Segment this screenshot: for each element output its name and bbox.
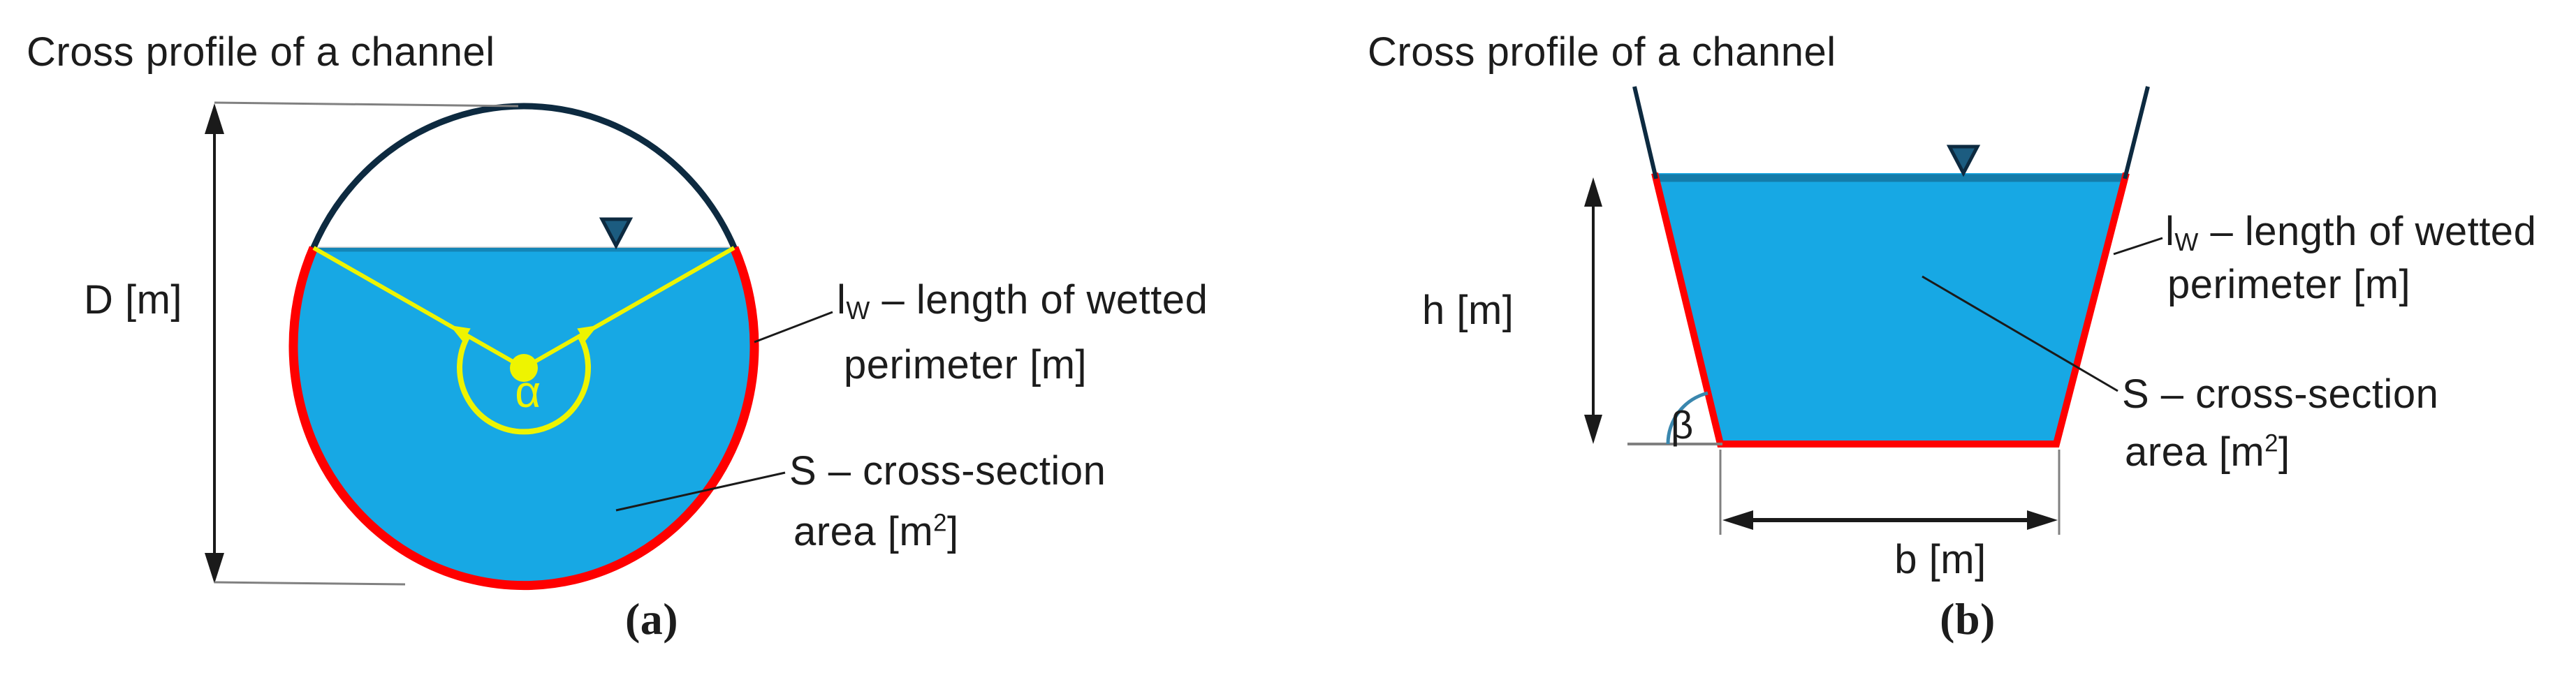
base-arrowhead-right: [2027, 510, 2058, 530]
figure-b-title: Cross profile of a channel: [1368, 29, 1836, 75]
lw-symbol: l: [837, 277, 847, 323]
alpha-arc-arrowhead-left: [450, 325, 471, 342]
diameter-arrowhead-top: [205, 103, 224, 134]
radius-line-right: [522, 246, 736, 370]
cross-section-label-b: S – cross-section: [2122, 371, 2439, 417]
angle-beta-label: β: [1671, 403, 1694, 447]
extension-line-bottom-a: [214, 581, 406, 586]
cross-section-label-a: S – cross-section: [789, 448, 1106, 494]
figure-a-title: Cross profile of a channel: [27, 29, 495, 75]
height-label: h [m]: [1422, 288, 1514, 333]
wetted-perimeter-arc: [288, 246, 759, 591]
lw-subscript: W: [846, 295, 870, 325]
alpha-arc-arrowhead-right: [577, 325, 598, 342]
extension-line-top-a: [214, 101, 519, 108]
figure-a-caption: (a): [624, 594, 679, 644]
cross-section-label-b-line2: area [m2]: [2125, 430, 2290, 475]
lw-text: – length of wetted: [2198, 209, 2537, 254]
leader-line-s-b: [1922, 275, 2118, 392]
area-text: area [m: [793, 509, 934, 554]
radius-line-left: [312, 246, 525, 370]
base-label: b [m]: [1894, 537, 1986, 582]
area-superscript: 2: [933, 509, 947, 537]
wetted-perimeter-label-a-line2: perimeter [m]: [844, 342, 1088, 387]
leader-line-lw-a: [754, 311, 833, 343]
figure-b-drawing: [1584, 86, 2163, 535]
lw-symbol: l: [2165, 209, 2175, 254]
water-fill-a: [293, 248, 754, 586]
center-point-dot: [510, 354, 538, 382]
wetted-perimeter-label-b-line2: perimeter [m]: [2167, 262, 2411, 307]
angle-beta-arc: [1666, 391, 1708, 445]
figure-b-caption: (b): [1940, 594, 1996, 644]
height-arrowhead-bottom: [1584, 415, 1602, 444]
leader-line-s-a: [615, 471, 786, 512]
area-bracket: ]: [2278, 429, 2290, 475]
height-arrowhead-top: [1584, 177, 1602, 207]
water-fill-b: [1655, 173, 2126, 444]
area-text: area [m: [2125, 429, 2265, 475]
wetted-perimeter-label-b: lW – length of wetted: [2165, 209, 2536, 256]
base-arrowhead-left: [1722, 510, 1753, 530]
water-level-icon-a: [599, 217, 634, 250]
bank-line-left: [1632, 86, 1658, 179]
lw-text: – length of wetted: [870, 277, 1208, 323]
cross-section-label-a-line2: area [m2]: [793, 510, 959, 554]
wetted-perimeter-sides: [1651, 172, 2130, 448]
lw-subscript: W: [2174, 227, 2199, 256]
area-bracket: ]: [947, 509, 959, 554]
angle-alpha-arc: [457, 334, 591, 435]
wetted-perimeter-label-a: lW – length of wetted: [837, 277, 1208, 325]
figure-a-drawing: [205, 101, 833, 591]
water-level-icon-b: [1946, 145, 1981, 177]
diameter-label: D [m]: [84, 277, 183, 323]
bank-line-right: [2123, 86, 2150, 179]
angle-alpha-label: α: [515, 367, 541, 417]
area-superscript: 2: [2264, 429, 2278, 457]
diameter-arrowhead-bottom: [205, 553, 224, 584]
leader-line-lw-b: [2113, 237, 2163, 256]
